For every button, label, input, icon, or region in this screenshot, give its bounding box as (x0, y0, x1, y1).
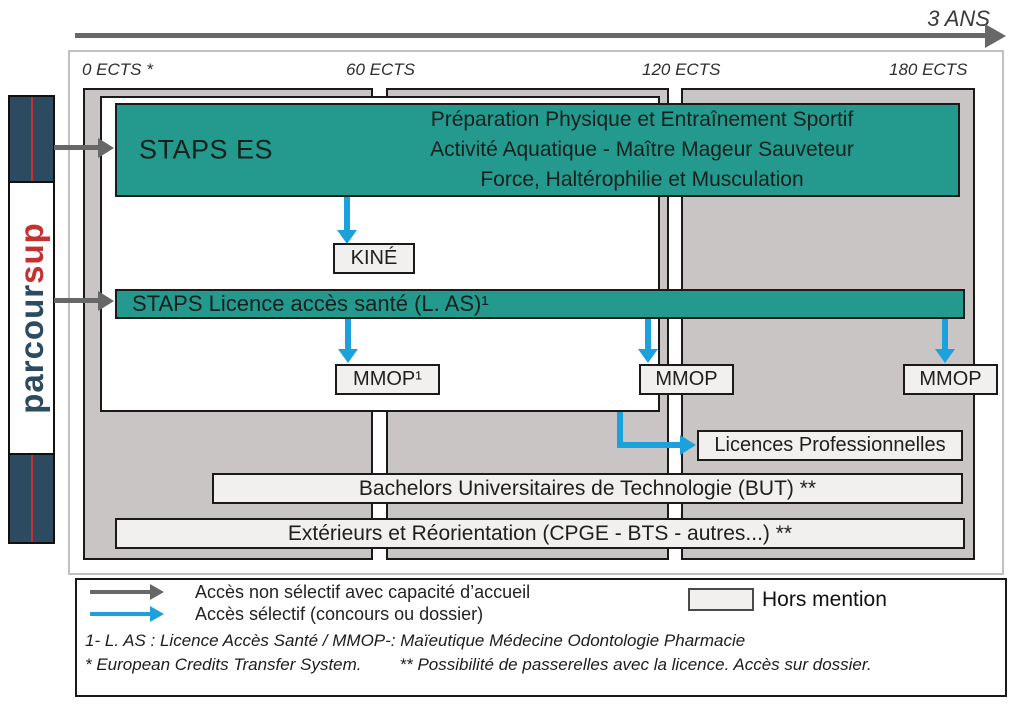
footnote-line-1: 1- L. AS : Licence Accès Santé / MMOP-: … (85, 631, 746, 650)
entry-arrow-staps-las-icon (54, 298, 98, 303)
hors-mention-label: Hors mention (762, 588, 887, 611)
footnote-line-2: * European Credits Transfer System. ** Po… (85, 655, 872, 675)
mmop-box-1: MMOP¹ (335, 364, 440, 395)
logo-bottom-block (10, 453, 53, 542)
staps-es-box: STAPS ES Préparation Physique et Entraîn… (115, 103, 960, 197)
staps-es-specialities: Préparation Physique et Entraînement Spo… (347, 105, 937, 195)
legend-gray-arrow-icon (90, 590, 150, 594)
tick-60-ects: 60 ECTS (346, 60, 415, 79)
hors-mention-swatch (688, 588, 754, 611)
staps-es-title: STAPS ES (139, 134, 274, 165)
tick-180-ects: 180 ECTS (889, 60, 968, 79)
mmop-box-2: MMOP (639, 364, 734, 395)
tick-0-ects: 0 ECTS * (82, 60, 153, 79)
arrow-to-mmop1-icon (345, 319, 351, 349)
footnote-passerelles: ** Possibilité de passerelles avec la li… (399, 655, 872, 674)
arrow-to-kine-icon (344, 197, 350, 230)
but-bar: Bachelors Universitaires de Technologie … (212, 473, 963, 504)
parcoursup-logo: parcoursup (8, 95, 55, 544)
arrow-to-mmop3-icon (942, 319, 948, 349)
elbow-arrow-vertical-icon (617, 412, 623, 445)
logo-red-line (30, 455, 33, 542)
timeline-duration-label: 3 ANS (927, 6, 990, 31)
staps-las-bar: STAPS Licence accès santé (L. AS)¹ (115, 289, 965, 319)
speciality-line: Force, Haltérophilie et Musculation (480, 168, 804, 191)
exterieurs-bar: Extérieurs et Réorientation (CPGE - BTS … (115, 518, 965, 549)
logo-red-line (30, 97, 33, 181)
logo-top-block (10, 97, 53, 183)
footnote-ects: * European Credits Transfer System. (85, 655, 362, 674)
speciality-line: Activité Aquatique - Maître Mageur Sauve… (430, 138, 854, 161)
wordmark-parcour: parcour (12, 283, 50, 414)
timeline-arrow-icon (75, 33, 985, 38)
entry-arrow-staps-es-icon (54, 145, 98, 150)
speciality-line: Préparation Physique et Entraînement Spo… (430, 108, 854, 131)
tick-120-ects: 120 ECTS (642, 60, 721, 79)
parcoursup-wordmark: parcoursup (13, 222, 51, 414)
legend-box (75, 578, 1007, 697)
legend-selectif-label: Accès sélectif (concours ou dossier) (195, 604, 484, 624)
logo-text-block: parcoursup (10, 183, 53, 453)
licences-professionnelles-box: Licences Professionnelles (697, 430, 963, 461)
legend-blue-arrow-icon (90, 612, 150, 616)
legend-non-selectif-label: Accès non sélectif avec capacité d’accue… (195, 582, 531, 602)
arrow-to-mmop2-icon (645, 319, 651, 349)
wordmark-sup: sup (12, 222, 50, 284)
kine-box: KINÉ (333, 243, 415, 274)
elbow-arrow-horizontal-icon (617, 442, 680, 448)
mmop-box-3: MMOP (903, 364, 998, 395)
